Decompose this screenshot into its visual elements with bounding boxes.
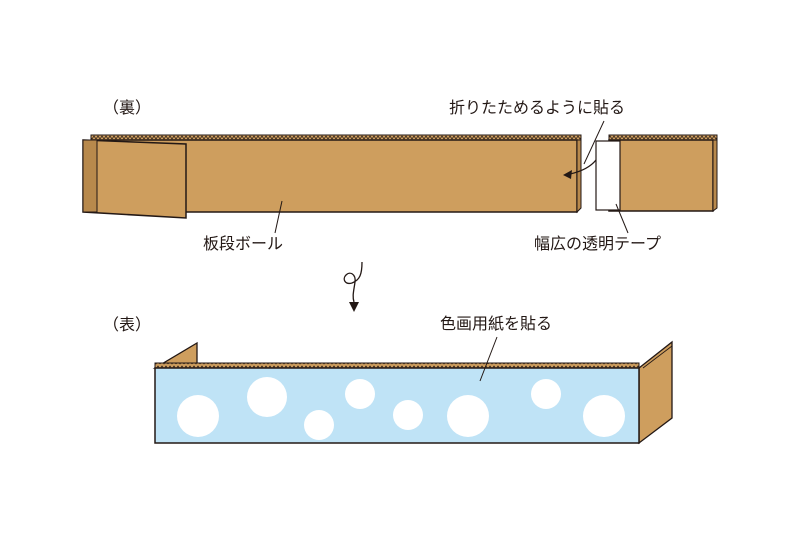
dot (247, 377, 287, 417)
back-view-heading: （裏） (103, 98, 151, 117)
paper-dots (177, 377, 625, 440)
left-folded-flap (82, 139, 187, 219)
paper-label: 色画用紙を貼る (440, 314, 552, 333)
tape-label: 幅広の透明テープ (534, 234, 661, 253)
dot (531, 379, 561, 409)
front-right-flap (638, 340, 673, 445)
dot (345, 379, 375, 409)
dot (583, 395, 625, 437)
back-view: （裏） 折りたためるように貼る 板段ボール 幅 (82, 98, 718, 253)
board-label-leader (274, 200, 283, 234)
fold-note-leader (583, 120, 605, 165)
fold-note-label: 折りたためるように貼る (449, 98, 625, 117)
loop-arrow-down-icon (343, 261, 363, 312)
fold-arrow-icon (569, 159, 597, 175)
transparent-tape (595, 140, 621, 211)
tape-label-leader (615, 203, 629, 234)
front-view: （表） 色画用紙を貼る (103, 314, 673, 445)
board-label: 板段ボール (203, 234, 283, 253)
dot (393, 400, 423, 430)
dot (447, 395, 489, 437)
front-view-heading: （表） (103, 315, 151, 334)
right-board-panel (608, 134, 718, 212)
dot (304, 410, 334, 440)
dot (177, 395, 219, 437)
paper-label-leader (479, 336, 498, 382)
